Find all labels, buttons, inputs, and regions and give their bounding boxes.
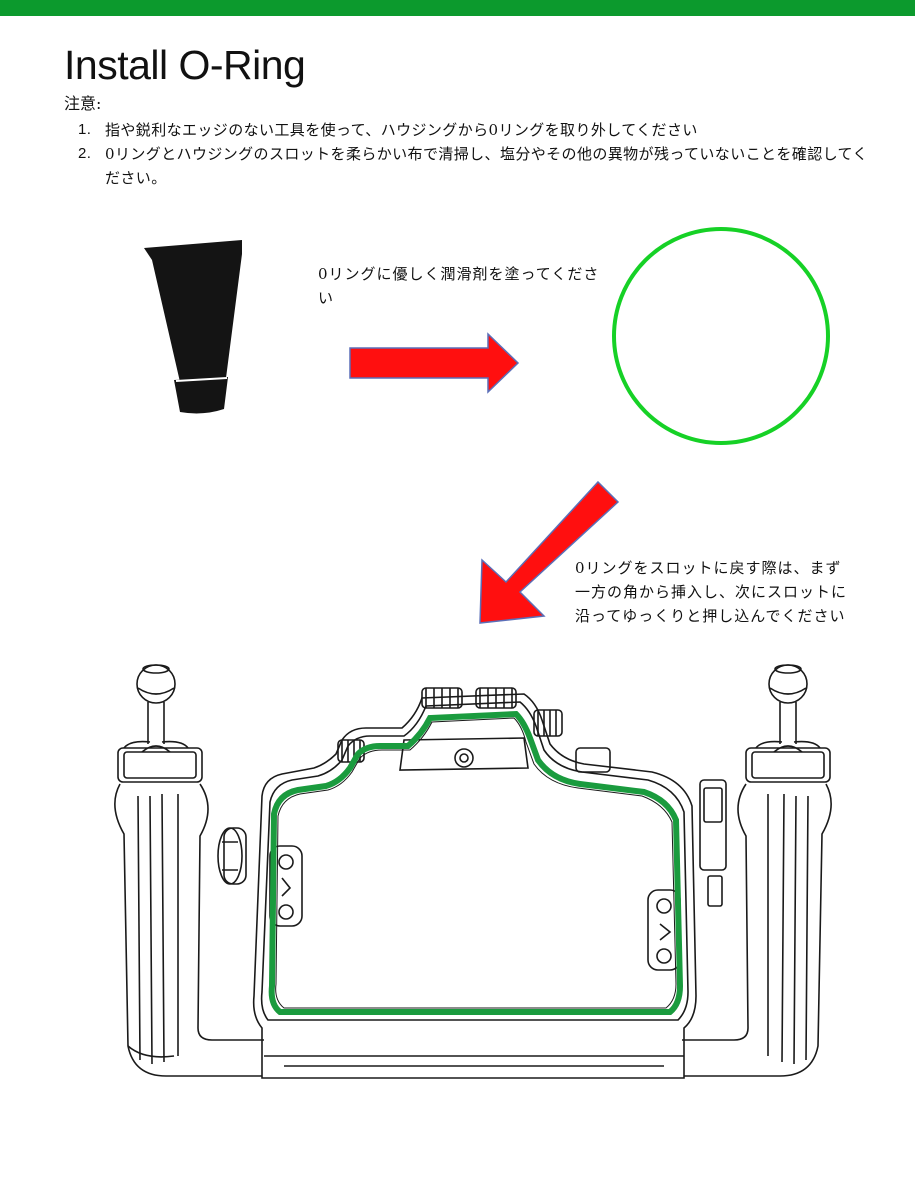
step-text: 0リングとハウジングのスロットを柔らかい布で清掃し、塩分やその他の異物が残ってい… (105, 145, 868, 187)
step-number: 2. (78, 145, 92, 162)
step-text: 指や鋭利なエッジのない工具を使って、ハウジングから0リングを取り外してください (105, 121, 698, 139)
insert-note: 0リングをスロットに戻す際は、まず一方の角から挿入し、次にスロットに沿ってゆっく… (575, 559, 848, 625)
lubricate-note: 0リングに優しく潤滑剤を塗ってください (318, 265, 600, 307)
step-number: 1. (78, 121, 92, 138)
caution-heading: 注意: (64, 94, 102, 113)
step-item: 1. 指や鋭利なエッジのない工具を使って、ハウジングから0リングを取り外してくだ… (78, 118, 868, 142)
page-title: Install O-Ring (64, 42, 306, 88)
instruction-steps: 1. 指や鋭利なエッジのない工具を使って、ハウジングから0リングを取り外してくだ… (78, 118, 868, 190)
step-item: 2. 0リングとハウジングのスロットを柔らかい布で清掃し、塩分やその他の異物が残… (78, 142, 868, 190)
camera-housing-drawing (114, 664, 832, 1079)
arrow-right-icon (349, 332, 520, 394)
o-ring-circle (612, 227, 830, 445)
top-color-bar (0, 0, 915, 16)
arrow-down-left-icon (479, 480, 620, 624)
lubricant-tube-icon (144, 240, 242, 414)
